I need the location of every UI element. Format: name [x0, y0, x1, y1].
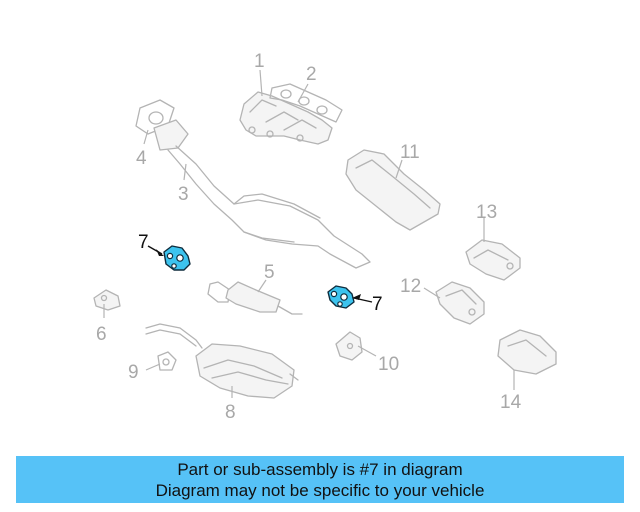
part-3-front-pipe-catalytic-converter[interactable]	[153, 119, 371, 269]
part-1-exhaust-manifold[interactable]	[239, 91, 333, 145]
callout-7-right: 7	[372, 294, 383, 315]
part-9-clamp[interactable]	[157, 351, 177, 371]
part-14-heat-shield[interactable]	[497, 329, 557, 375]
callout-9: 9	[128, 362, 139, 383]
part-12-bracket[interactable]	[435, 281, 485, 325]
part-7-highlighted-right[interactable]	[327, 285, 355, 309]
leader-lines	[103, 69, 515, 398]
banner-line-disclaimer: Diagram may not be specific to your vehi…	[155, 481, 485, 500]
callout-11: 11	[400, 142, 420, 163]
part-5-center-pipe-resonator[interactable]	[207, 281, 303, 315]
callout-8: 8	[225, 402, 236, 423]
callout-14: 14	[500, 392, 522, 413]
exhaust-parts-diagram: 1 2 3 4 5 6 7 7 8 9 10 11 12 13 14	[93, 51, 557, 423]
part-10-hanger[interactable]	[335, 331, 363, 361]
callout-5: 5	[264, 262, 275, 283]
callout-2: 2	[306, 64, 317, 85]
part-13-bracket[interactable]	[465, 239, 521, 281]
callout-4: 4	[136, 148, 147, 169]
callout-7-left: 7	[138, 232, 149, 253]
callout-6: 6	[96, 324, 107, 345]
part-6-hanger-bracket[interactable]	[93, 289, 121, 311]
callout-13: 13	[476, 202, 497, 223]
info-banner: Part or sub-assembly is #7 in diagram Di…	[16, 456, 624, 503]
part-8-muffler[interactable]	[145, 323, 299, 399]
highlight-leader-lines	[147, 245, 373, 303]
part-7-highlighted-left[interactable]	[163, 245, 191, 271]
callout-12: 12	[400, 276, 421, 297]
banner-line-part-number: Part or sub-assembly is #7 in diagram	[177, 460, 463, 479]
part-11-heat-shield[interactable]	[345, 149, 441, 231]
callout-1: 1	[254, 51, 265, 72]
callout-10: 10	[378, 354, 399, 375]
callout-3: 3	[178, 184, 189, 205]
